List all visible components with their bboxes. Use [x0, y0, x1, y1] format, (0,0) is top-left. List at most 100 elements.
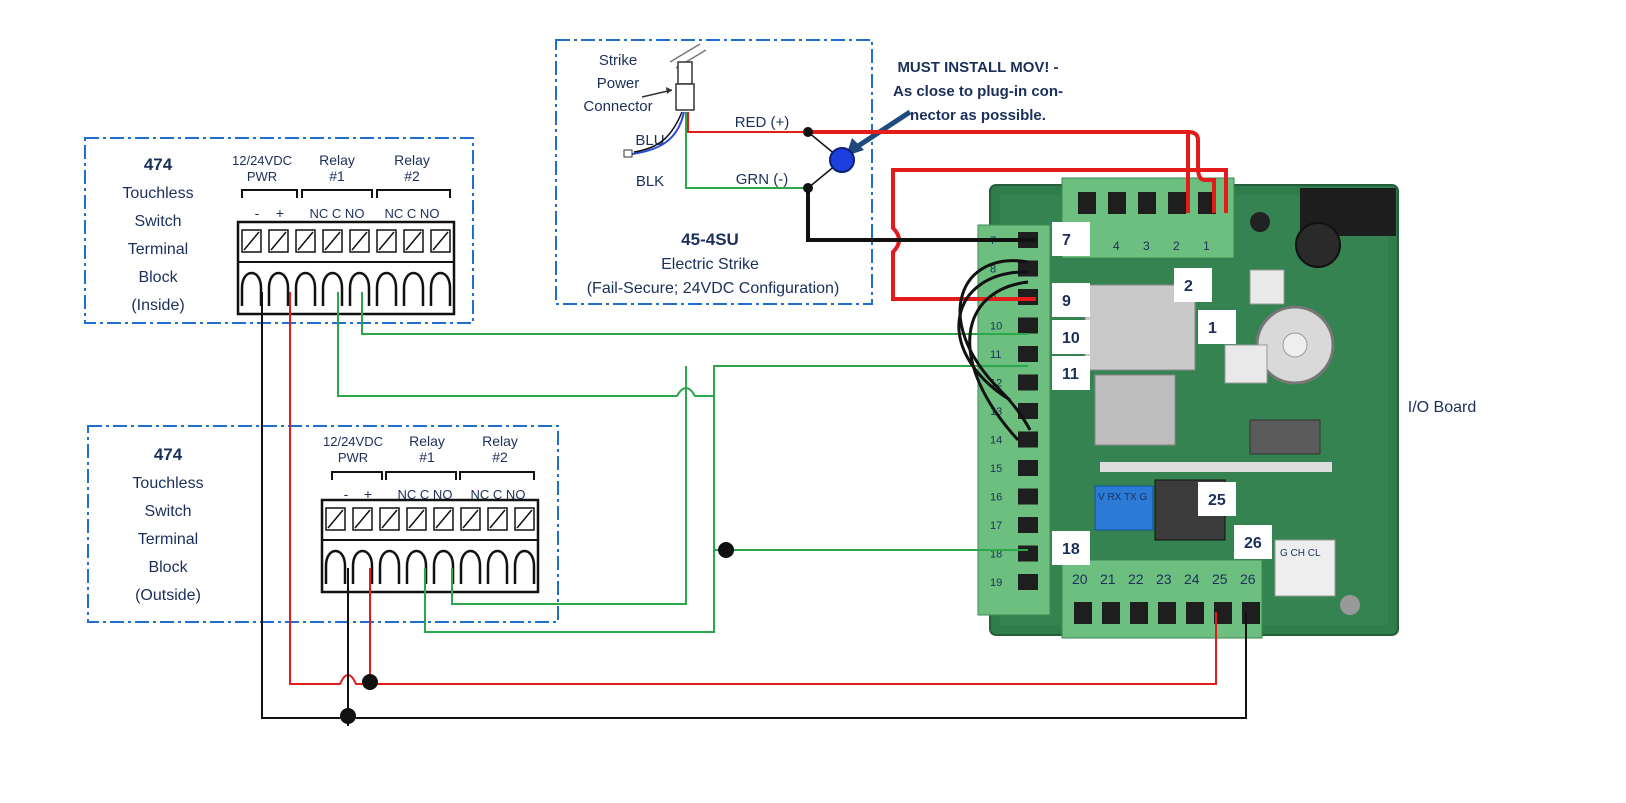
- bottom-terminal-number: 22: [1128, 571, 1144, 587]
- svg-text:12/24VDC: 12/24VDC: [232, 153, 292, 168]
- svg-text:As close to plug-in con-: As close to plug-in con-: [893, 83, 1063, 100]
- svg-text:#2: #2: [404, 168, 420, 184]
- bottom-terminal-number: 23: [1156, 571, 1172, 587]
- callout-number: 2: [1184, 278, 1193, 295]
- bottom-terminal-screws: 20 21 22 23 24 25 26: [1072, 571, 1260, 624]
- jumper2-label: G CH CL: [1280, 548, 1321, 559]
- svg-text:#2: #2: [492, 449, 508, 465]
- strike-connector-icon: [641, 43, 707, 111]
- svg-text:Block: Block: [138, 269, 178, 286]
- svg-text:Strike: Strike: [599, 52, 637, 69]
- svg-text:Relay: Relay: [482, 433, 518, 449]
- callout-box: [1052, 320, 1090, 354]
- strike-model: 45-4SU: [681, 230, 739, 249]
- svg-text:Relay: Relay: [409, 433, 445, 449]
- callout-box: [1174, 268, 1212, 302]
- top-terminal-number: 3: [1143, 239, 1150, 253]
- outside-box-border: [87, 425, 559, 623]
- inside-box-border: [84, 137, 474, 324]
- bottom-terminal-number: 26: [1240, 571, 1256, 587]
- callout-number: 11: [1062, 366, 1079, 383]
- callout-number: 10: [1062, 330, 1080, 347]
- svg-text:NC C NO: NC C NO: [398, 487, 453, 502]
- top-terminal-number: 2: [1173, 239, 1180, 253]
- svg-text:Power: Power: [597, 75, 640, 92]
- callout-number: 25: [1208, 492, 1226, 509]
- svg-text:Connector: Connector: [583, 98, 652, 115]
- svg-text:Terminal: Terminal: [128, 241, 188, 258]
- svg-text:-: -: [344, 486, 349, 502]
- callout-box: [1198, 482, 1236, 516]
- svg-text:GRN (-): GRN (-): [736, 171, 789, 188]
- svg-text:MUST INSTALL MOV! -: MUST INSTALL MOV! -: [897, 59, 1058, 76]
- left-terminal-number: 16: [990, 492, 1002, 504]
- svg-text:Touchless: Touchless: [132, 475, 203, 492]
- left-terminal-number: 11: [990, 349, 1001, 361]
- svg-text:PWR: PWR: [338, 450, 368, 465]
- jumper-label: V RX TX G: [1098, 492, 1147, 503]
- mov-component: [829, 147, 855, 173]
- top-terminal-number: 1: [1203, 239, 1210, 253]
- callout-box: [1052, 531, 1090, 565]
- svg-text:PWR: PWR: [247, 169, 277, 184]
- bottom-terminal-number: 24: [1184, 571, 1200, 587]
- svg-text:#1: #1: [419, 449, 435, 465]
- svg-text:12/24VDC: 12/24VDC: [323, 434, 383, 449]
- left-terminal-number: 18: [990, 549, 1002, 561]
- callout-box: [1052, 283, 1090, 317]
- bottom-terminal-number: 21: [1100, 571, 1116, 587]
- svg-text:Electric Strike: Electric Strike: [661, 256, 759, 273]
- callout-number: 26: [1244, 535, 1262, 552]
- bottom-terminal-number: 20: [1072, 571, 1088, 587]
- callout-box: [1052, 356, 1090, 390]
- strike-section: Strike Power Connector BLU BLK RED (+) G…: [583, 43, 840, 297]
- inside-terminal-block: [236, 220, 456, 316]
- svg-text:+: +: [276, 205, 284, 221]
- svg-text:#1: #1: [329, 168, 345, 184]
- left-terminal-number: 14: [990, 435, 1002, 447]
- svg-text:Relay: Relay: [394, 152, 430, 168]
- io-board-label: I/O Board: [1408, 399, 1476, 416]
- svg-text:BLK: BLK: [636, 173, 664, 190]
- left-terminal-number: 15: [990, 463, 1002, 475]
- svg-text:nector as possible.: nector as possible.: [910, 107, 1046, 124]
- callout-number: 7: [1062, 232, 1071, 249]
- bottom-terminal-number: 25: [1212, 571, 1228, 587]
- svg-text:Switch: Switch: [144, 503, 191, 520]
- svg-text:NC C NO: NC C NO: [471, 487, 526, 502]
- svg-text:Touchless: Touchless: [122, 185, 193, 202]
- svg-text:NC C NO: NC C NO: [385, 206, 440, 221]
- outside-terminal-block: [320, 498, 540, 594]
- svg-text:RED (+): RED (+): [735, 114, 790, 131]
- inside-switch: 474 Touchless Switch Terminal Block (Ins…: [122, 152, 456, 316]
- outside-switch: 474 Touchless Switch Terminal Block (Out…: [132, 433, 540, 604]
- top-terminal-number: 4: [1113, 239, 1120, 253]
- svg-text:Switch: Switch: [134, 213, 181, 230]
- svg-text:-: -: [255, 205, 260, 221]
- svg-text:NC C NO: NC C NO: [310, 206, 365, 221]
- left-terminal-number: 8: [990, 264, 996, 276]
- svg-text:Relay: Relay: [319, 152, 355, 168]
- mov-note: MUST INSTALL MOV! - As close to plug-in …: [846, 59, 1063, 156]
- wires: [261, 127, 1247, 726]
- left-terminal-number: 19: [990, 577, 1002, 589]
- terminal-callouts: 7 2 9 1 10 11 25 18 26: [1052, 222, 1272, 565]
- callout-box: [1198, 310, 1236, 344]
- svg-text:(Fail-Secure; 24VDC Configurat: (Fail-Secure; 24VDC Configuration): [587, 280, 840, 297]
- svg-text:(Inside): (Inside): [131, 297, 184, 314]
- callout-number: 18: [1062, 541, 1080, 558]
- strike-box-border: [555, 39, 873, 305]
- callout-box: [1234, 525, 1272, 559]
- svg-text:Terminal: Terminal: [138, 531, 198, 548]
- left-terminal-number: 10: [990, 321, 1002, 333]
- left-terminal-number: 17: [990, 520, 1002, 532]
- svg-text:(Outside): (Outside): [135, 587, 201, 604]
- io-board: V RX TX G G CH CL 7891011121314151617181…: [977, 177, 1399, 639]
- inside-model: 474: [144, 155, 173, 174]
- outside-model: 474: [154, 445, 183, 464]
- callout-box: [1052, 222, 1090, 256]
- callout-number: 9: [1062, 293, 1071, 310]
- callout-number: 1: [1208, 320, 1217, 337]
- svg-text:Block: Block: [148, 559, 188, 576]
